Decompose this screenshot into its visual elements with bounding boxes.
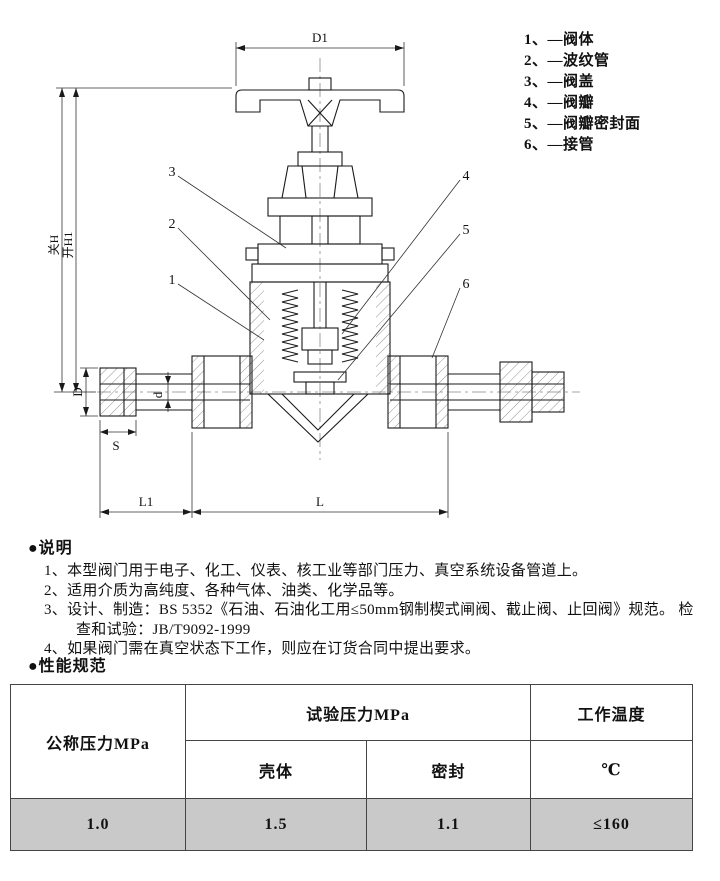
valve-technical-drawing: D1 关H 开H1 D d S L1 L 3 2 1 4 5 6 <box>47 30 580 518</box>
legend-item-5: 5、—阀瓣密封面 <box>524 116 641 132</box>
shell-pressure-value-cell: 1.5 <box>185 798 367 851</box>
specs-title: ●性能规范 <box>28 658 107 675</box>
temp-unit-cell: ℃ <box>530 740 694 799</box>
valve-drawing-area: D1 关H 开H1 D d S L1 L 3 2 1 4 5 6 1、—阀体 2… <box>47 30 714 518</box>
valve-body-outline <box>99 77 565 443</box>
note-item-1: 1、本型阀门用于电子、化工、仪表、核工业等部门压力、真空系统设备管道上。 <box>44 563 588 579</box>
note-item-4: 4、如果阀门需在真空状态下工作，则应在订货合同中提出要求。 <box>44 641 481 657</box>
nominal-pressure-header-cell: 公称压力MPa <box>10 684 186 799</box>
spec-table: 公称压力MPa 试验压力MPa 工作温度 壳体 密封 ℃ 1.0 1.5 1.1… <box>10 684 694 851</box>
centerlines <box>72 58 580 460</box>
temp-value-cell: ≤160 <box>530 798 694 851</box>
legend-item-4: 4、—阀瓣 <box>524 95 595 111</box>
legend-item-1: 1、—阀体 <box>524 32 595 48</box>
notes-section: ●说明 1、本型阀门用于电子、化工、仪表、核工业等部门压力、真空系统设备管道上。… <box>28 534 694 660</box>
valve-main-body <box>249 281 391 443</box>
dim-label-l: L <box>316 494 324 509</box>
callout-4: 4 <box>463 169 470 184</box>
left-pipe-connection <box>99 355 253 429</box>
notes-title: ●说明 <box>28 540 73 557</box>
seal-header-cell: 密封 <box>365 740 532 799</box>
notes-list: 1、本型阀门用于电子、化工、仪表、核工业等部门压力、真空系统设备管道上。 2、适… <box>44 562 694 660</box>
spec-header-row-1: 公称压力MPa 试验压力MPa 工作温度 <box>10 684 694 799</box>
callout-numbers: 3 2 1 4 5 6 <box>169 165 470 292</box>
dimension-labels: D1 关H 开H1 D d S L1 L <box>47 30 328 509</box>
dim-label-h-open: 开H1 <box>61 232 75 259</box>
note-item-3: 3、设计、制造：BS 5352《石油、石油化工用≤50mm钢制楔式闸阀、截止阀、… <box>44 602 694 638</box>
shell-header-cell: 壳体 <box>185 740 367 799</box>
test-pressure-header-cell: 试验压力MPa <box>184 684 532 741</box>
dim-label-h-closed: 关H <box>47 234 61 255</box>
spec-data-row: 1.0 1.5 1.1 ≤160 <box>10 798 694 851</box>
callout-6: 6 <box>463 277 470 292</box>
temp-header-cell: 工作温度 <box>530 684 694 741</box>
callout-1: 1 <box>169 273 176 288</box>
nominal-pressure-value-cell: 1.0 <box>10 798 186 851</box>
dim-label-outer-diameter: D <box>70 387 85 396</box>
dim-label-bore-diameter: d <box>150 391 165 398</box>
dim-label-wrench-size: S <box>112 438 119 453</box>
dim-label-d1: D1 <box>312 30 328 45</box>
dimension-arrowheads <box>59 45 448 515</box>
callout-2: 2 <box>169 217 176 232</box>
legend-item-6: 6、—接管 <box>524 137 595 153</box>
handwheel <box>235 77 405 127</box>
callout-5: 5 <box>463 223 470 238</box>
callout-3: 3 <box>169 165 176 180</box>
legend-item-3: 3、—阀盖 <box>524 74 595 90</box>
section-hatching <box>100 282 564 428</box>
legend-item-2: 2、—波纹管 <box>524 53 610 69</box>
seal-pressure-value-cell: 1.1 <box>365 798 532 851</box>
dim-label-l1: L1 <box>139 494 153 509</box>
parts-legend: 1、—阀体 2、—波纹管 3、—阀盖 4、—阀瓣 5、—阀瓣密封面 6、—接管 <box>524 30 714 156</box>
right-pipe-connection <box>387 355 565 429</box>
note-item-2: 2、适用介质为高纯度、各种气体、油类、化学品等。 <box>44 582 404 599</box>
